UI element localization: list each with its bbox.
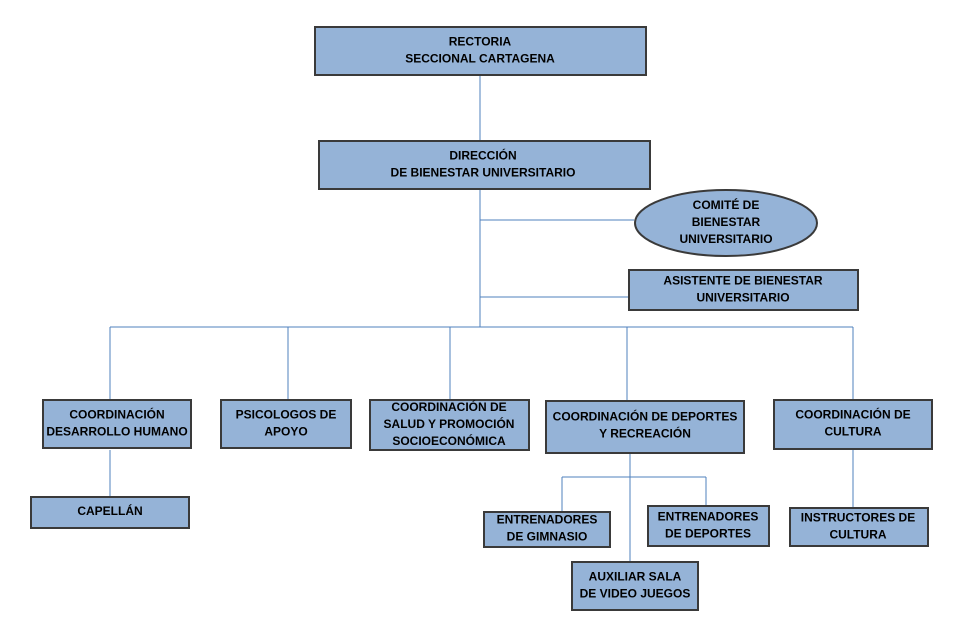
node-label-line: SOCIOECONÓMICA bbox=[392, 433, 506, 448]
node-label-line: CULTURA bbox=[824, 425, 881, 439]
node-psicologos: PSICOLOGOS DE APOYO bbox=[220, 399, 352, 449]
node-label-line: APOYO bbox=[264, 425, 307, 439]
node-salud: COORDINACIÓN DE SALUD Y PROMOCIÓN SOCIOECO… bbox=[369, 399, 530, 451]
node-entrenadores-deportes: ENTRENADORES DE DEPORTES bbox=[647, 505, 770, 547]
node-label-line: CAPELLÁN bbox=[77, 503, 142, 518]
node-label-line: DE BIENESTAR UNIVERSITARIO bbox=[391, 166, 576, 180]
node-deportes: COORDINACIÓN DE DEPORTES Y RECREACIÓN bbox=[545, 400, 745, 454]
node-gimnasio: ENTRENADORES DE GIMNASIO bbox=[483, 511, 611, 548]
node-label-line: COORDINACIÓN bbox=[69, 407, 164, 422]
node-label-line: SALUD Y PROMOCIÓN bbox=[384, 416, 515, 431]
node-auxiliar: AUXILIAR SALA DE VIDEO JUEGOS bbox=[571, 561, 699, 611]
node-label-line: PSICOLOGOS DE bbox=[236, 408, 337, 422]
node-comite: COMITÉ DE BIENESTAR UNIVERSITARIO bbox=[634, 189, 818, 257]
node-label-line: DESARROLLO HUMANO bbox=[46, 425, 187, 439]
connectors bbox=[109, 75, 854, 562]
node-capellan: CAPELLÁN bbox=[30, 496, 190, 529]
node-label-line: UNIVERSITARIO bbox=[679, 232, 772, 246]
node-label-line: COORDINACIÓN DE bbox=[795, 407, 910, 422]
node-direccion: DIRECCIÓN DE BIENESTAR UNIVERSITARIO bbox=[318, 140, 651, 190]
node-instructores: INSTRUCTORES DE CULTURA bbox=[789, 507, 929, 547]
node-label-line: AUXILIAR SALA bbox=[589, 570, 682, 584]
node-label-line: SECCIONAL CARTAGENA bbox=[405, 52, 555, 66]
node-asistente: ASISTENTE DE BIENESTAR UNIVERSITARIO bbox=[628, 269, 859, 311]
node-label-line: ENTRENADORES bbox=[658, 510, 759, 524]
node-label-line: INSTRUCTORES DE bbox=[801, 511, 915, 525]
node-label-line: ASISTENTE DE BIENESTAR bbox=[663, 274, 822, 288]
node-label-line: COMITÉ DE bbox=[693, 197, 760, 212]
node-label-line: BIENESTAR bbox=[692, 215, 761, 229]
node-label-line: DE GIMNASIO bbox=[507, 530, 588, 544]
node-label-line: Y RECREACIÓN bbox=[599, 426, 691, 441]
node-label-line: CULTURA bbox=[829, 528, 886, 542]
node-label-line: COORDINACIÓN DE DEPORTES bbox=[553, 409, 738, 424]
node-desarrollo-humano: COORDINACIÓN DESARROLLO HUMANO bbox=[42, 399, 192, 449]
node-label-line: DE DEPORTES bbox=[665, 527, 751, 541]
node-label-line: ENTRENADORES bbox=[497, 513, 598, 527]
node-label-line: COORDINACIÓN DE bbox=[391, 399, 506, 414]
node-label-line: DIRECCIÓN bbox=[449, 148, 516, 163]
node-cultura: COORDINACIÓN DE CULTURA bbox=[773, 399, 933, 450]
node-label-line: DE VIDEO JUEGOS bbox=[580, 587, 691, 601]
node-rectoria: RECTORIA SECCIONAL CARTAGENA bbox=[314, 26, 647, 76]
node-label-line: UNIVERSITARIO bbox=[696, 291, 789, 305]
node-label-line: RECTORIA bbox=[449, 35, 512, 49]
